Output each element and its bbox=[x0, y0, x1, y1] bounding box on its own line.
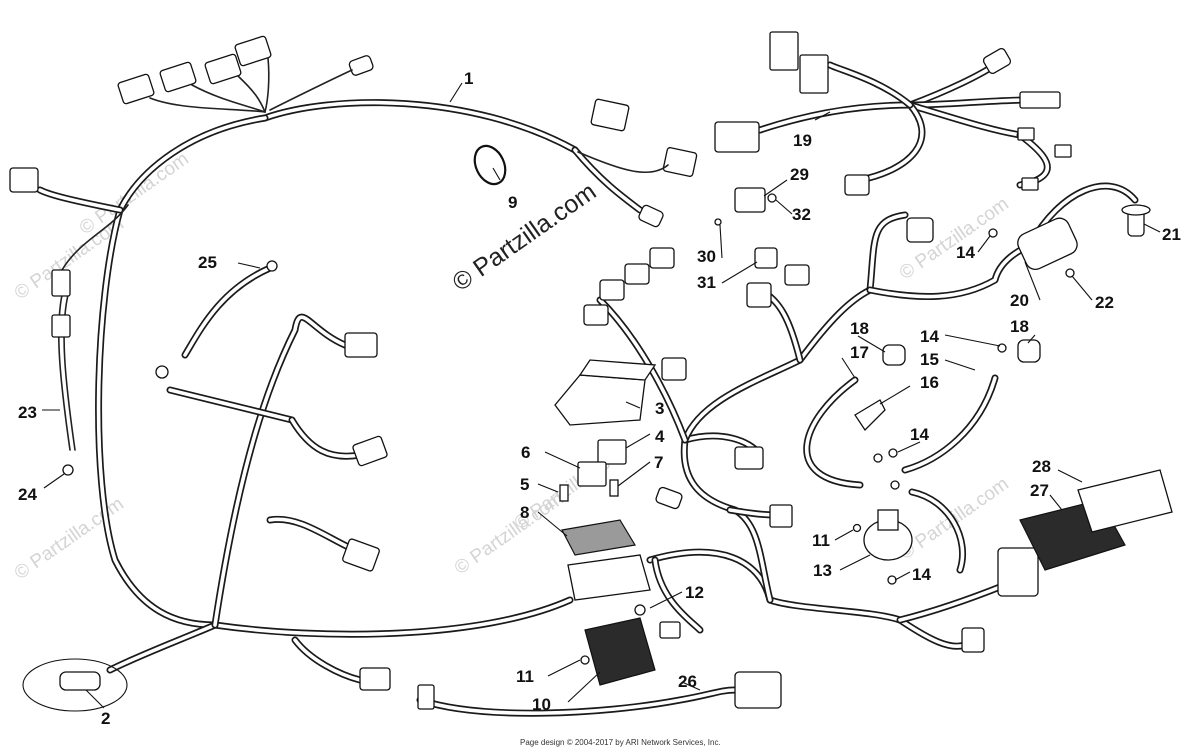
callout-6: 6 bbox=[521, 443, 530, 462]
callout-11: 11 bbox=[516, 667, 534, 686]
callout-23: 23 bbox=[18, 403, 37, 422]
callout-4: 4 bbox=[655, 427, 665, 446]
callout-3: 3 bbox=[655, 399, 664, 418]
leader-lines bbox=[42, 82, 1161, 709]
callout-2: 2 bbox=[101, 709, 110, 728]
callout-24: 24 bbox=[18, 485, 37, 504]
callout-31: 31 bbox=[697, 273, 716, 292]
callout-15: 15 bbox=[920, 350, 939, 369]
callout-14a: 14 bbox=[956, 243, 975, 262]
callout-16: 16 bbox=[920, 373, 939, 392]
callout-26: 26 bbox=[678, 672, 697, 691]
callout-1: 1 bbox=[464, 69, 473, 88]
battery-cables bbox=[57, 204, 999, 574]
callout-14d: 14 bbox=[912, 565, 931, 584]
callout-25: 25 bbox=[198, 253, 217, 272]
callout-11b: 11 bbox=[812, 531, 830, 550]
callout-21: 21 bbox=[1162, 225, 1181, 244]
callout-12: 12 bbox=[685, 583, 704, 602]
callout-28: 28 bbox=[1032, 457, 1051, 476]
callout-19: 19 bbox=[793, 131, 812, 150]
callout-27: 27 bbox=[1030, 481, 1049, 500]
component-group bbox=[22, 144, 1173, 712]
callout-18a: 18 bbox=[850, 319, 869, 338]
callout-17: 17 bbox=[850, 343, 869, 362]
footer-copyright: Page design © 2004-2017 by ARI Network S… bbox=[520, 738, 721, 747]
connector-group bbox=[9, 31, 1072, 710]
main-wiring-harness bbox=[36, 99, 1034, 717]
callout-20: 20 bbox=[1010, 291, 1029, 310]
callout-32: 32 bbox=[792, 205, 811, 224]
partzilla-watermark: © Partzilla.com bbox=[447, 177, 601, 297]
callout-18b: 18 bbox=[1010, 317, 1029, 336]
callout-labels: 1 2 3 4 5 6 7 8 9 10 11 11 12 13 14 14 1… bbox=[18, 69, 1181, 728]
watermark-text: © Partzilla.com bbox=[76, 148, 193, 239]
callout-5: 5 bbox=[520, 475, 529, 494]
callout-22: 22 bbox=[1095, 293, 1114, 312]
callout-7: 7 bbox=[654, 453, 663, 472]
callout-9: 9 bbox=[508, 193, 517, 212]
callout-30: 30 bbox=[697, 247, 716, 266]
callout-14b: 14 bbox=[920, 327, 939, 346]
callout-10: 10 bbox=[532, 695, 551, 714]
callout-8: 8 bbox=[520, 503, 529, 522]
callout-13: 13 bbox=[813, 561, 832, 580]
callout-29: 29 bbox=[790, 165, 809, 184]
callout-14c: 14 bbox=[910, 425, 929, 444]
